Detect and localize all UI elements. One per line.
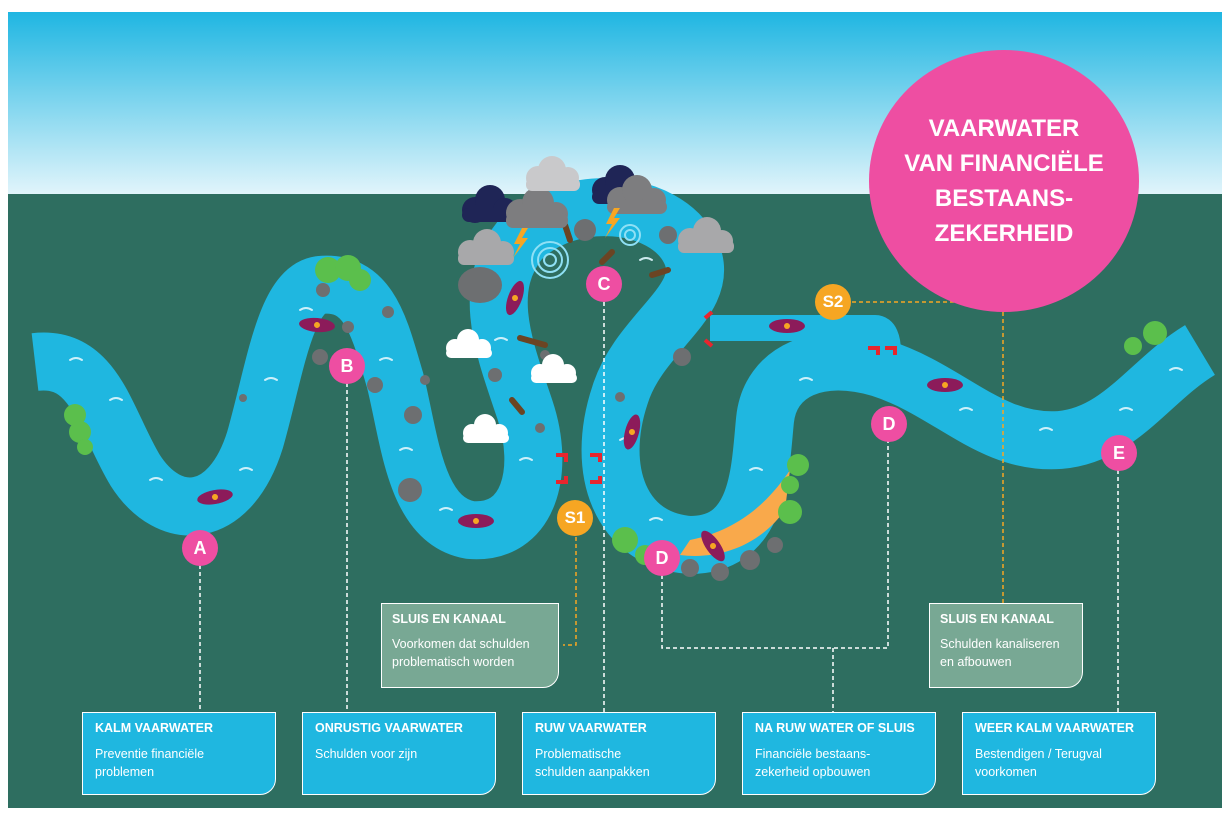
na-ruw-water-box: NA RUW WATER OF SLUIS Financiële bestaan… (742, 712, 936, 795)
kalm-vaarwater-box: KALM VAARWATER Preventie financiële prob… (82, 712, 276, 795)
box-text-line-1: Problematische (535, 747, 622, 761)
sand-bank (680, 470, 790, 556)
box-text-line-2: problemen (95, 765, 155, 779)
box-text-line-2: voorkomen (975, 765, 1037, 779)
box-title: WEER KALM VAARWATER (975, 721, 1135, 735)
storm-clouds (446, 156, 734, 443)
box-text-line-1: Schulden voor zijn (315, 747, 418, 761)
water-ripples (69, 257, 1183, 521)
marker-c: C (586, 266, 622, 302)
rocks (239, 219, 783, 581)
lock-gates (556, 310, 897, 484)
weer-kalm-vaarwater-box: WEER KALM VAARWATER Bestendigen / Terugv… (962, 712, 1156, 795)
marker-b: B (329, 348, 365, 384)
title-line-3: BESTAANS- (934, 185, 1074, 212)
marker-d-lower: D (644, 540, 680, 576)
marker-d-upper: D (871, 406, 907, 442)
title-line-4: ZEKERHEID (934, 220, 1074, 247)
box-text-line-1: Financiële bestaans- (755, 747, 871, 761)
box-text-line-1: Schulden kanaliseren (940, 637, 1060, 651)
box-text-line-2: schulden aanpakken (535, 765, 650, 779)
box-title: RUW VAARWATER (535, 721, 647, 735)
box-title: SLUIS EN KANAAL (392, 612, 506, 626)
box-title: NA RUW WATER OF SLUIS (755, 721, 915, 735)
box-title: ONRUSTIG VAARWATER (315, 721, 463, 735)
ruw-vaarwater-box: RUW VAARWATER Problematische schulden aa… (522, 712, 716, 795)
boats (197, 280, 963, 562)
marker-a: A (182, 530, 218, 566)
marker-e: E (1101, 435, 1137, 471)
box-text-line-1: Bestendigen / Terugval (975, 747, 1102, 761)
swirl-icon (531, 224, 641, 279)
onrustig-vaarwater-box: ONRUSTIG VAARWATER Schulden voor zijn (302, 712, 496, 795)
connector-lines (199, 302, 1119, 712)
box-text-line-2: problematisch worden (392, 655, 515, 669)
box-title: SLUIS EN KANAAL (940, 612, 1054, 626)
sluis-kanaal-box-1: SLUIS EN KANAAL Voorkomen dat schulden p… (381, 603, 559, 688)
sluis-kanaal-box-2: SLUIS EN KANAAL Schulden kanaliseren en … (929, 603, 1083, 688)
box-title: KALM VAARWATER (95, 721, 214, 735)
driftwood (509, 222, 671, 415)
box-text-line-2: en afbouwen (940, 655, 1012, 669)
lightning-icon (513, 208, 620, 258)
title-line-2: VAN FINANCIËLE (904, 150, 1104, 177)
marker-s2: S2 (815, 284, 851, 320)
title-circle: VAARWATER VAN FINANCIËLE BESTAANS- ZEKER… (869, 50, 1139, 312)
box-text-line-2: zekerheid opbouwen (755, 765, 871, 779)
marker-s1: S1 (557, 500, 593, 536)
box-text-line-1: Voorkomen dat schulden (392, 637, 530, 651)
box-text-line-1: Preventie financiële (95, 747, 205, 761)
title-line-1: VAARWATER (928, 115, 1080, 142)
